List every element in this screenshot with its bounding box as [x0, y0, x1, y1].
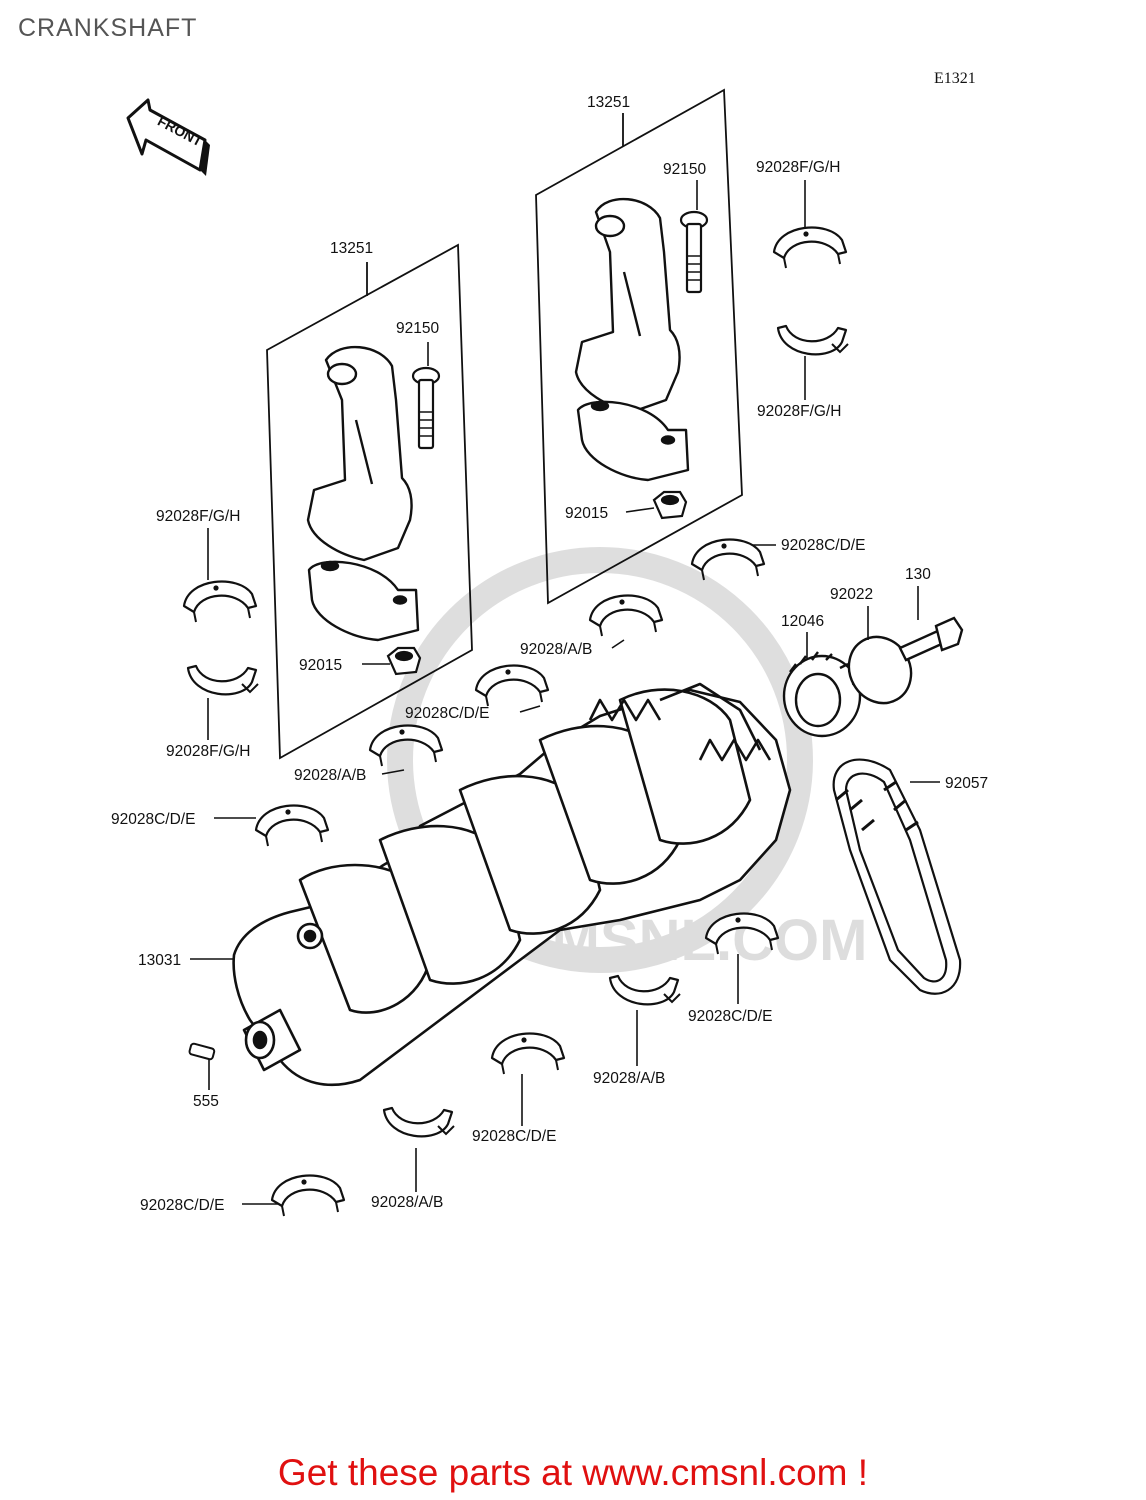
sprocket-bolt — [898, 616, 964, 662]
callout-mainbrg-cde-6: 92028C/D/E — [140, 1197, 224, 1214]
callout-mainbrg-cde-5: 92028C/D/E — [472, 1128, 556, 1145]
callout-rodbrg-right-lower: 92028F/G/H — [757, 403, 841, 420]
callout-rodbrg-right-upper: 92028F/G/H — [756, 159, 840, 176]
callout-mainbrg-ab-1: 92028/A/B — [520, 641, 592, 658]
callout-crankshaft: 13031 — [138, 952, 181, 969]
callout-pin: 555 — [193, 1093, 219, 1110]
callout-mainbrg-cde-4: 92028C/D/E — [688, 1008, 772, 1025]
rod-bolt-right — [679, 210, 709, 294]
page-title: CRANKSHAFT — [18, 14, 198, 42]
callout-nut-left: 92015 — [299, 657, 342, 674]
callout-nut-right: 92015 — [565, 505, 608, 522]
callout-rod-right: 13251 — [587, 94, 630, 111]
callout-sprocket: 12046 — [781, 613, 824, 630]
connecting-rod-left — [306, 345, 420, 642]
callout-chain: 92057 — [945, 775, 988, 792]
connecting-rod-right — [574, 197, 690, 482]
callout-mainbrg-ab-3: 92028/A/B — [593, 1070, 665, 1087]
group-box-right — [535, 88, 743, 605]
callout-bolt-left: 92150 — [396, 320, 439, 337]
main-bearing-cde-6 — [270, 1174, 346, 1218]
dowel-pin — [188, 1042, 216, 1061]
callout-rodbrg-left-lower: 92028F/G/H — [166, 743, 250, 760]
diagram-reference: E1321 — [934, 70, 976, 87]
rod-bolt-left — [411, 366, 441, 450]
cam-sprocket — [782, 651, 862, 738]
rod-nut-left — [386, 646, 422, 676]
front-arrow-icon: FRONT — [126, 98, 210, 176]
callout-bolt-right: 92150 — [663, 161, 706, 178]
main-bearing-ab-3 — [608, 974, 682, 1006]
rod-bearing-right-lower — [776, 324, 850, 356]
callout-mainbrg-ab-2: 92028/A/B — [294, 767, 366, 784]
callout-bolt-130: 130 — [905, 566, 931, 583]
rod-bearing-left-upper — [182, 580, 258, 624]
callout-rod-left: 13251 — [330, 240, 373, 257]
rod-nut-right — [652, 490, 688, 520]
main-bearing-ab-1 — [588, 594, 664, 638]
main-bearing-cde-5 — [490, 1032, 566, 1076]
main-bearing-cde-3 — [254, 804, 330, 848]
callout-mainbrg-ab-4: 92028/A/B — [371, 1194, 443, 1211]
main-bearing-ab-4 — [382, 1106, 456, 1138]
main-bearing-cde-2 — [474, 664, 550, 708]
cam-chain — [832, 758, 962, 995]
rod-bearing-right-upper — [772, 226, 848, 270]
callout-mainbrg-cde-2: 92028C/D/E — [405, 705, 489, 722]
leader-lines — [190, 180, 940, 1205]
crankshaft — [232, 682, 792, 1087]
rod-bearing-left-lower — [186, 664, 260, 696]
callout-mainbrg-cde-3: 92028C/D/E — [111, 811, 195, 828]
group-box-left — [266, 243, 473, 760]
callout-washer: 92022 — [830, 586, 873, 603]
callout-rodbrg-left-upper: 92028F/G/H — [156, 508, 240, 525]
footer-link[interactable]: Get these parts at www.cmsnl.com ! — [277, 1452, 869, 1493]
callout-mainbrg-cde-1: 92028C/D/E — [781, 537, 865, 554]
